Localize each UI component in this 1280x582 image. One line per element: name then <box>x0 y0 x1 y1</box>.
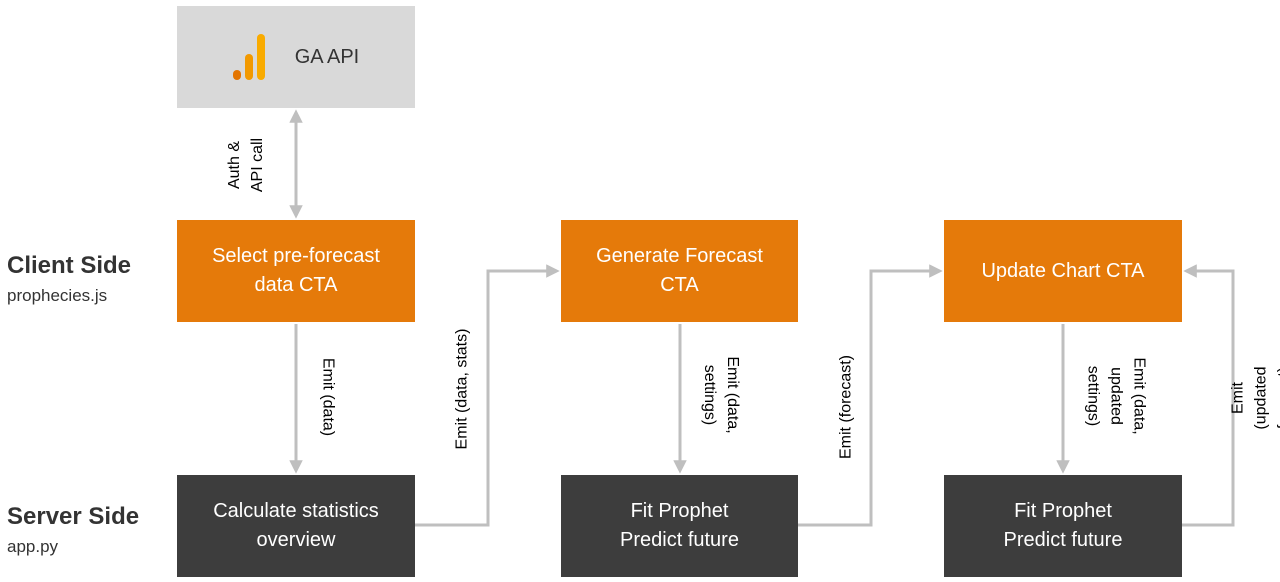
update-chart-label: Update Chart CTA <box>981 259 1145 282</box>
ga-api-label: GA API <box>294 45 360 68</box>
fit-prophet-label-1: Fit Prophet Predict future <box>620 500 739 551</box>
fit-prophet-label-2: Fit Prophet Predict future <box>1003 500 1123 551</box>
fit-prophet-box-2: Fit Prophet Predict future <box>944 475 1182 577</box>
select-pre-forecast-label: Select pre-forecast data CTA <box>212 245 380 296</box>
ga-api-box: GA API <box>177 6 415 108</box>
client-side-title: Client Side <box>7 252 132 279</box>
emit-data-stats-arrow <box>415 264 560 527</box>
emit-data-stats-label: Emit (data, stats) <box>453 328 471 450</box>
auth-api-call-label: Auth & API call <box>226 137 266 193</box>
google-analytics-icon <box>232 34 265 80</box>
server-side-title: Server Side <box>7 503 140 530</box>
client-side-subtitle: prophecies.js <box>7 286 108 305</box>
emit-data-updated-settings-label: Emit (data, updated settings) <box>1084 357 1148 435</box>
fit-prophet-box-1: Fit Prophet Predict future <box>561 475 798 577</box>
generate-forecast-box: Generate Forecast CTA <box>561 220 798 322</box>
emit-forecast-arrow <box>798 264 943 527</box>
select-pre-forecast-box: Select pre-forecast data CTA <box>177 220 415 322</box>
emit-data-settings-label: Emit (data, settings) <box>701 356 741 434</box>
emit-updated-forecast-label: Emit (updated forecast) <box>1229 366 1280 430</box>
server-side-subtitle: app.py <box>7 537 59 556</box>
update-chart-box: Update Chart CTA <box>944 220 1182 322</box>
calculate-statistics-box: Calculate statistics overview <box>177 475 415 577</box>
generate-forecast-label: Generate Forecast CTA <box>596 245 763 296</box>
emit-forecast-label: Emit (forecast) <box>837 354 855 460</box>
emit-updated-forecast-arrow <box>1182 264 1235 527</box>
calculate-statistics-label: Calculate statistics overview <box>213 500 379 551</box>
emit-data-label: Emit (data) <box>319 357 337 437</box>
